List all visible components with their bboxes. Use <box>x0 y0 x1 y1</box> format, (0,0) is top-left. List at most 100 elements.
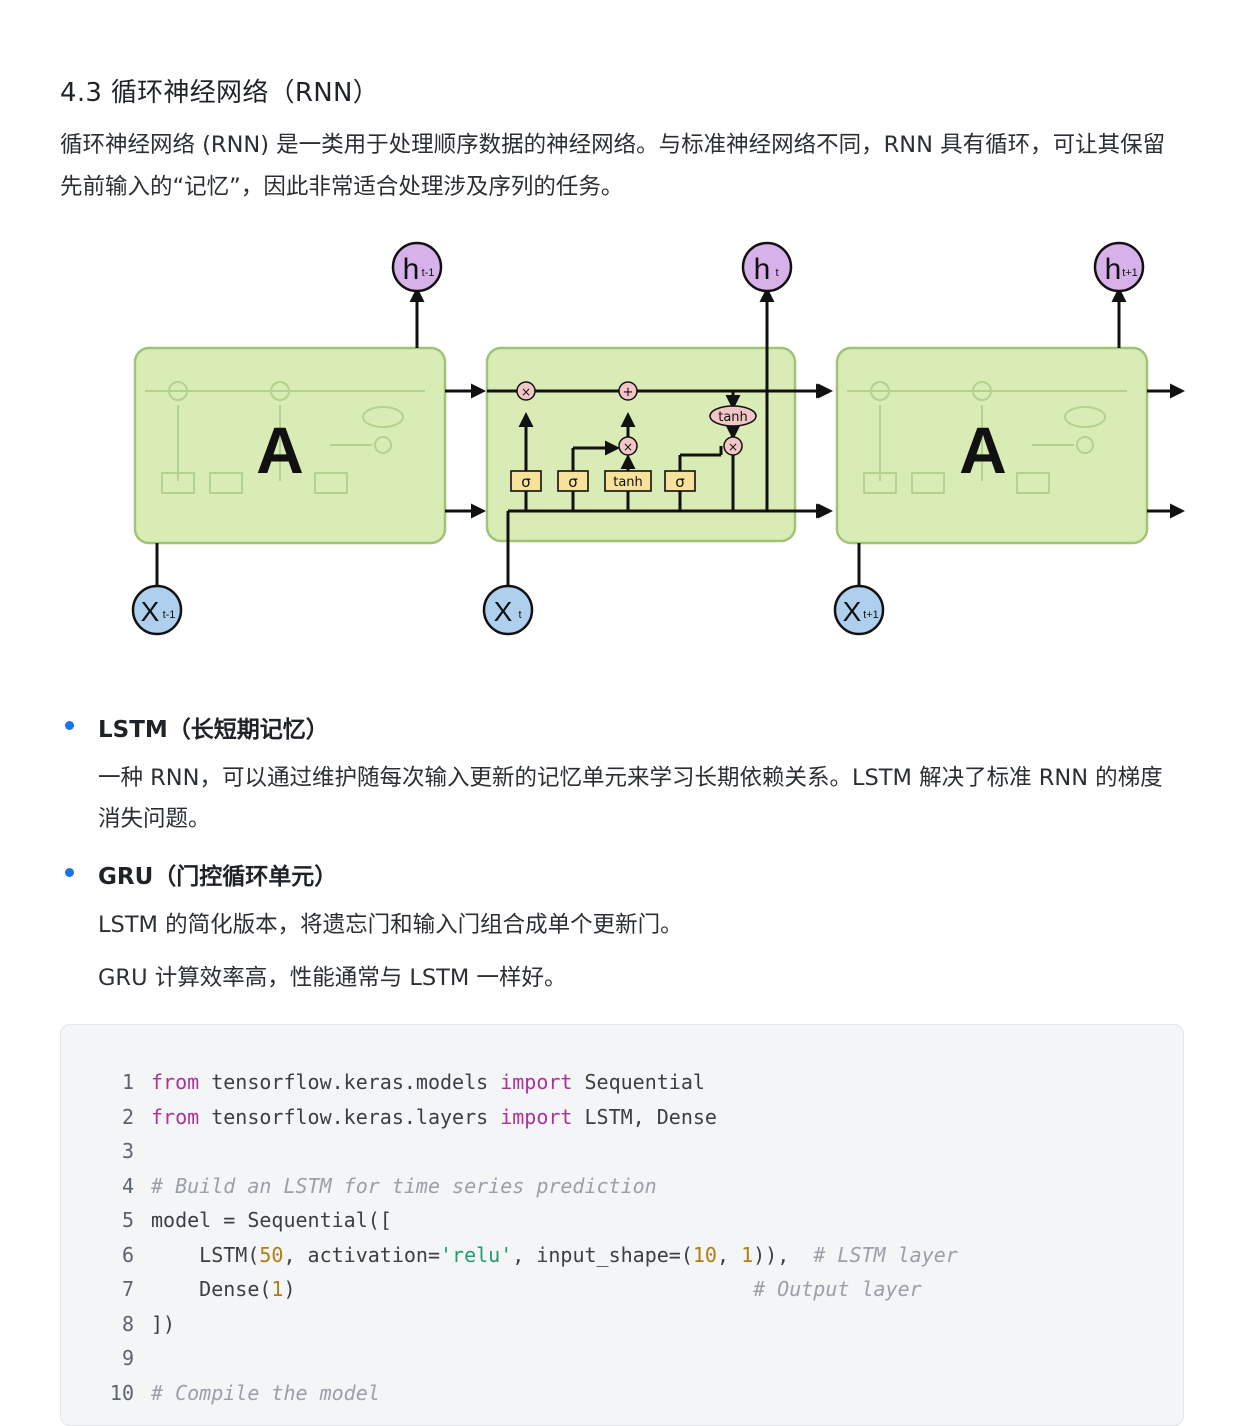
lstm-chain-diagram: A A <box>131 241 1185 636</box>
line-number: 3 <box>121 1139 134 1163</box>
svg-text:X: X <box>494 596 513 627</box>
bullet-paragraph: 一种 RNN，可以通过维护随每次输入更新的记忆单元来学习长期依赖关系。LSTM … <box>98 765 1163 832</box>
bullet-dot <box>65 721 74 730</box>
code-line: 9 <box>61 1341 151 1375</box>
svg-text:+: + <box>623 385 634 400</box>
code-line: 10 # Compile the model <box>61 1376 380 1410</box>
svg-text:t+1: t+1 <box>1122 267 1138 279</box>
code-line: 6 LSTM(50, activation='relu', input_shap… <box>61 1238 958 1272</box>
code-token: LSTM( <box>151 1242 260 1267</box>
code-line: 2 from tensorflow.keras.layers import LST… <box>61 1100 717 1134</box>
svg-text:σ: σ <box>568 473 578 491</box>
line-number: 7 <box>121 1277 134 1301</box>
cell-right: A <box>835 346 1149 545</box>
h-node-current: h t <box>741 241 793 293</box>
line-number: 10 <box>109 1380 134 1405</box>
line-number: 6 <box>121 1242 134 1267</box>
code-token: Sequential <box>572 1070 705 1094</box>
line-number: 2 <box>121 1104 134 1129</box>
line-number: 5 <box>121 1208 134 1232</box>
code-line: 3 <box>61 1134 151 1168</box>
candidate-gate: tanh <box>604 470 652 492</box>
code-token: # Build an LSTM for time series predicti… <box>151 1173 657 1198</box>
code-token: 50 <box>259 1242 284 1267</box>
code-token: # Output layer <box>753 1277 922 1301</box>
intro-paragraph: 循环神经网络 (RNN) 是一类用于处理顺序数据的神经网络。与标准神经网络不同，… <box>60 132 1166 200</box>
lstm-gates: σ σ tanh σ × + × tanh <box>510 381 757 492</box>
code-line: 4 # Build an LSTM for time series predict… <box>61 1169 657 1203</box>
code-token: Dense( <box>151 1277 272 1301</box>
svg-text:t-1: t-1 <box>422 267 435 279</box>
svg-text:h: h <box>403 253 420 286</box>
output-gate: σ <box>664 470 696 492</box>
cell-middle <box>485 346 797 543</box>
code-token: 1 <box>271 1277 284 1301</box>
svg-text:tanh: tanh <box>718 410 748 425</box>
code-line: 8]) <box>61 1307 175 1341</box>
code-token: tensorflow.keras.models <box>199 1070 501 1094</box>
svg-text:×: × <box>521 385 531 399</box>
svg-text:t+1: t+1 <box>863 609 879 621</box>
svg-text:h: h <box>1105 253 1122 286</box>
code-token: import <box>500 1104 573 1129</box>
cell-tanh-op: tanh <box>709 405 757 427</box>
svg-text:×: × <box>728 440 738 454</box>
code-token: from <box>151 1104 200 1129</box>
input-gate: σ <box>557 470 589 492</box>
bullet-dot <box>65 868 74 877</box>
bullet-title: LSTM（长短期记忆） <box>98 717 329 743</box>
svg-text:σ: σ <box>521 473 531 491</box>
x-node-prev: X t-1 <box>131 584 183 636</box>
svg-text:tanh: tanh <box>613 475 643 490</box>
cell-left-label: A <box>256 413 304 487</box>
h-node-prev: h t-1 <box>391 241 443 293</box>
code-line: 7 Dense(1) # Output layer <box>61 1272 922 1306</box>
line-number: 1 <box>121 1070 134 1094</box>
code-token: 10 <box>692 1242 717 1267</box>
output-multiply-op: × <box>723 436 743 456</box>
code-token: from <box>151 1070 200 1094</box>
code-token: , activation= <box>283 1242 441 1267</box>
code-token: , <box>716 1242 742 1267</box>
flow-lines <box>155 287 1185 585</box>
line-number: 8 <box>121 1311 134 1336</box>
cell-right-label: A <box>959 413 1007 487</box>
code-token: )), <box>753 1242 814 1267</box>
bullet-paragraph: LSTM 的简化版本，将遗忘门和输入门组合成单个更新门。 <box>98 912 683 938</box>
add-op: + <box>618 381 638 401</box>
forget-gate: σ <box>510 470 542 492</box>
code-token: ]) <box>151 1311 176 1336</box>
code-token: tensorflow.keras.layers <box>199 1104 501 1129</box>
svg-text:t: t <box>518 609 521 621</box>
line-number: 9 <box>121 1346 134 1370</box>
h-node-next: h t+1 <box>1093 241 1145 293</box>
code-token: # LSTM layer <box>813 1242 958 1267</box>
code-token: , input_shape=( <box>512 1242 693 1267</box>
svg-text:h: h <box>754 253 771 286</box>
svg-text:t: t <box>775 267 778 279</box>
input-multiply-op: × <box>618 436 638 456</box>
code-token: ) <box>283 1277 754 1301</box>
code-token: LSTM, Dense <box>572 1104 717 1129</box>
section-title: 4.3 循环神经网络（RNN） <box>60 78 380 108</box>
forget-multiply-op: × <box>516 381 536 401</box>
svg-text:X: X <box>141 596 160 627</box>
code-token: import <box>500 1070 573 1094</box>
code-token: 1 <box>741 1242 754 1267</box>
code-token: model = Sequential([ <box>151 1208 392 1232</box>
x-node-next: X t+1 <box>833 584 885 636</box>
bullet-title: GRU（门控循环单元） <box>98 864 338 890</box>
line-number: 4 <box>121 1173 134 1198</box>
cell-left: A <box>133 346 447 545</box>
code-line: 1 from tensorflow.keras.models import Seq… <box>61 1065 705 1099</box>
svg-text:×: × <box>623 440 633 454</box>
code-block: 1 from tensorflow.keras.models import Seq… <box>60 1024 1184 1426</box>
code-line: 5 model = Sequential([ <box>61 1203 392 1237</box>
code-token: 'relu' <box>440 1242 513 1267</box>
code-token: # Compile the model <box>151 1380 380 1405</box>
svg-text:X: X <box>843 596 862 627</box>
svg-text:σ: σ <box>675 473 685 491</box>
x-node-current: X t <box>482 584 534 636</box>
svg-text:t-1: t-1 <box>163 609 176 621</box>
bullet-paragraph: GRU 计算效率高，性能通常与 LSTM 一样好。 <box>98 965 567 991</box>
